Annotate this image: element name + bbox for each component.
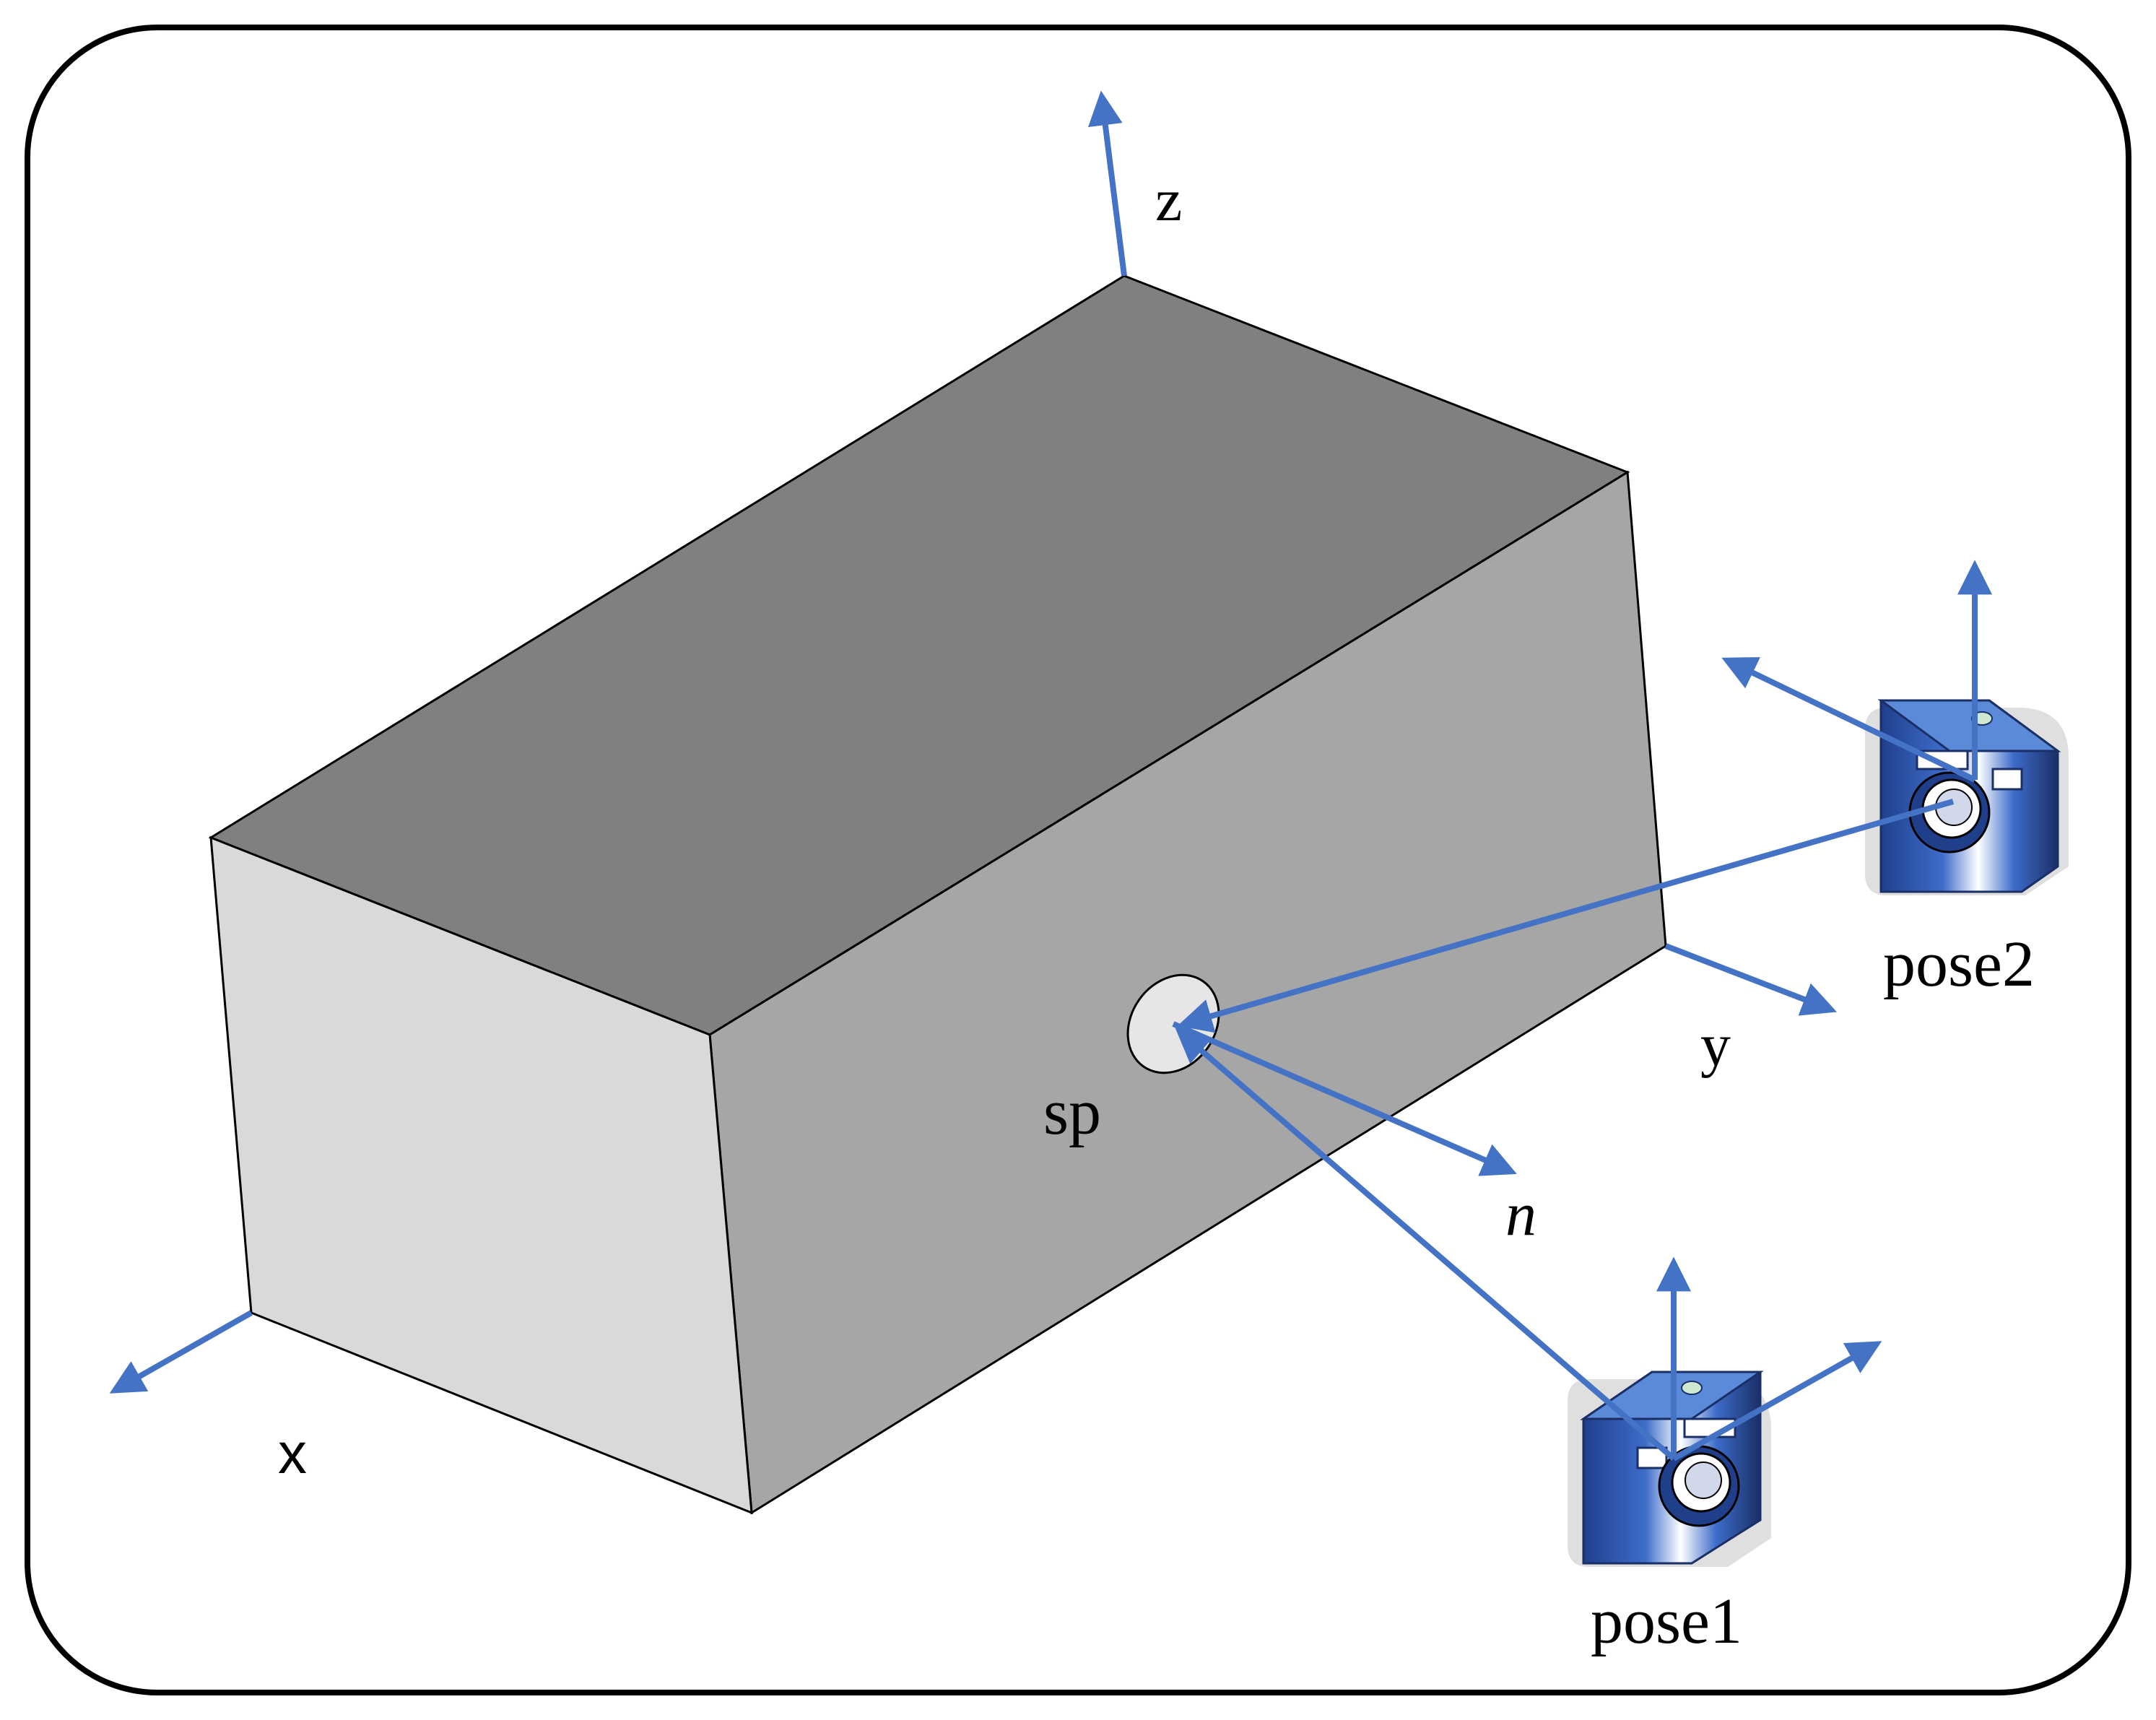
x-axis-label: x: [278, 1421, 307, 1485]
normal-label: n: [1505, 1179, 1536, 1248]
camera-pose1-icon: [1568, 1371, 1771, 1567]
pose2-left-arrow: [1721, 657, 1976, 783]
pose2-label: pose2: [1883, 929, 2035, 1000]
pose1-right-arrow: [1672, 1341, 1882, 1461]
box-side-face: [209, 835, 753, 1515]
y-axis-arrow: [1664, 943, 1837, 1016]
pose1-view-ray: [1175, 1028, 1676, 1461]
pose2-view-ray: [1177, 799, 1955, 1033]
normal-arrow: [1172, 1021, 1517, 1176]
y-axis-label: y: [1700, 1012, 1731, 1079]
pose1-label: pose1: [1591, 1586, 1742, 1657]
z-axis-label: z: [1155, 167, 1182, 234]
camera-pose2-icon: [1865, 699, 2069, 895]
x-axis-arrow: [109, 1310, 253, 1394]
sp-label: sp: [1043, 1077, 1101, 1148]
z-axis-arrow: [1087, 90, 1127, 277]
